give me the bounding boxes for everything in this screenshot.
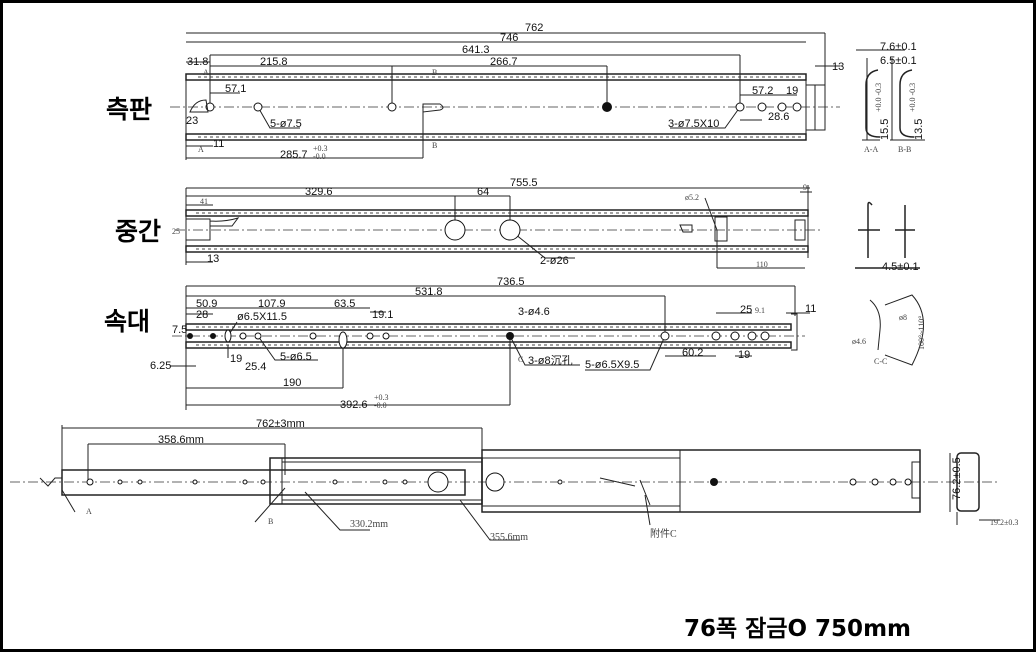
dim-13-5: 13.5 bbox=[913, 119, 925, 140]
dim-7-5: 7.5 bbox=[172, 324, 187, 336]
side-panel-holes bbox=[205, 102, 802, 112]
dim-3-slots: 3-ø7.5X10 bbox=[668, 118, 719, 130]
dim-d4-6: ø4.6 bbox=[852, 337, 866, 346]
dim-190: 190 bbox=[283, 377, 301, 389]
dim-355-6mm: 355.6mm bbox=[490, 532, 528, 543]
dim-4-5: 4.5±0.1 bbox=[882, 261, 919, 273]
dim-d5-2: ø5.2 bbox=[685, 193, 699, 202]
dim-7-6: 7.6±0.1 bbox=[880, 41, 917, 53]
dim-762: 762 bbox=[525, 22, 543, 34]
dim-3-d8-countersink: 3-ø8沉孔 bbox=[528, 354, 573, 367]
dim-19-left: 19 bbox=[230, 353, 242, 365]
dim-76-2: 76.2±0.5 bbox=[951, 457, 963, 500]
section-mark-b: B bbox=[432, 68, 437, 77]
dim-slot-6-5x11-5: ø6.5X11.5 bbox=[237, 311, 287, 323]
dim-57-1: 57.1 bbox=[225, 83, 246, 95]
dim-762-3mm: 762±3mm bbox=[256, 418, 305, 430]
dim-28: 28 bbox=[196, 309, 208, 321]
section-mark-c: C bbox=[518, 355, 523, 364]
section-mark-a2: A bbox=[198, 145, 204, 154]
side-panel-view: 측판 762 746 641.3 31.8 215.8 266.7 57.1 5… bbox=[106, 22, 844, 161]
dim-3-d4-6: 3-ø4.6 bbox=[518, 306, 550, 318]
dim-107-9: 107.9 bbox=[258, 298, 286, 310]
side-panel-label: 측판 bbox=[106, 95, 152, 124]
section-mark-a: A bbox=[203, 68, 209, 77]
dim-23: 23 bbox=[186, 115, 198, 127]
dim-25: 25 bbox=[740, 304, 752, 316]
dim-11: 11 bbox=[805, 303, 816, 315]
dim-215-8: 215.8 bbox=[260, 56, 288, 68]
section-a-a: A-A bbox=[864, 145, 878, 154]
section-mark-b: B bbox=[268, 517, 273, 526]
dim-9-1: 9.1 bbox=[755, 306, 765, 315]
dim-19-1: 19.1 bbox=[372, 309, 393, 321]
dim-736-5: 736.5 bbox=[497, 276, 525, 288]
dim-41: 41 bbox=[200, 197, 208, 206]
inner-label: 속대 bbox=[104, 307, 150, 336]
dim-755-5: 755.5 bbox=[510, 177, 538, 189]
tol-13-5: +0.0 -0.3 bbox=[908, 83, 917, 112]
tol-upper: +0.3 bbox=[313, 144, 328, 153]
dim-19-right: 19 bbox=[738, 349, 750, 361]
assembly-view: 762±3mm 358.6mm 330.2mm 355.6mm 附件C 76.2… bbox=[10, 418, 1018, 543]
technical-drawing: 측판 762 746 641.3 31.8 215.8 266.7 57.1 5… bbox=[3, 3, 1033, 649]
section-b-b: B-B bbox=[898, 145, 911, 154]
dim-13: 13 bbox=[207, 253, 219, 265]
dim-13: 13 bbox=[832, 61, 844, 73]
dim-531-8: 531.8 bbox=[415, 286, 443, 298]
cross-sections: 7.6±0.1 6.5±0.1 15.5 +0.0 -0.3 13.5 +0.0… bbox=[852, 41, 926, 366]
dim-5-d6-5: 5-ø6.5 bbox=[280, 351, 312, 363]
dim-110: 110 bbox=[756, 260, 768, 269]
dim-19-2: 19.2±0.3 bbox=[990, 518, 1018, 527]
dim-2-holes: 2-ø26 bbox=[540, 255, 569, 267]
inner-rail-view: 속대 736.5 531.8 50.9 107.9 63.5 19.1 28 ø… bbox=[104, 276, 816, 411]
dim-25-4: 25.4 bbox=[245, 361, 266, 373]
dim-329-6: 329.6 bbox=[305, 186, 333, 198]
dim-9: 9 bbox=[803, 183, 807, 192]
section-mark-a: A bbox=[86, 507, 92, 516]
product-caption: 76폭 잠금O 750mm bbox=[684, 616, 911, 642]
dim-746: 746 bbox=[500, 32, 518, 44]
dim-6-5: 6.5±0.1 bbox=[880, 55, 917, 67]
dim-25: 25 bbox=[172, 227, 180, 236]
dim-5-holes: 5-ø7.5 bbox=[270, 118, 302, 130]
middle-label: 중간 bbox=[115, 217, 161, 246]
section-c-c: C-C bbox=[874, 357, 887, 366]
dim-6-25: 6.25 bbox=[150, 360, 171, 372]
tol-lower: -0.0 bbox=[374, 401, 387, 410]
dim-392-6: 392.6 bbox=[340, 399, 368, 411]
tol-lower: -0.0 bbox=[313, 152, 326, 161]
dim-15-5: 15.5 bbox=[879, 119, 891, 140]
dim-50-9: 50.9 bbox=[196, 298, 217, 310]
dim-d8: ø8 bbox=[899, 313, 907, 322]
dim-angle: 100°~110° bbox=[917, 316, 926, 350]
dim-5-slots: 5-ø6.5X9.5 bbox=[585, 359, 639, 371]
dim-19: 19 bbox=[786, 85, 798, 97]
dim-60-2: 60.2 bbox=[682, 347, 703, 359]
dim-57-2: 57.2 bbox=[752, 85, 773, 97]
dim-358-6mm: 358.6mm bbox=[158, 434, 204, 446]
dim-11: 11 bbox=[213, 138, 224, 150]
inner-rail-holes bbox=[187, 329, 770, 349]
dim-641-3: 641.3 bbox=[462, 44, 490, 56]
attachment-c-label: 附件C bbox=[650, 527, 677, 540]
dim-330-2mm: 330.2mm bbox=[350, 519, 388, 530]
dim-63-5: 63.5 bbox=[334, 298, 355, 310]
dim-285-7: 285.7 bbox=[280, 149, 308, 161]
dim-64: 64 bbox=[477, 186, 489, 198]
tol-upper: +0.3 bbox=[374, 393, 389, 402]
dim-31-8: 31.8 bbox=[187, 56, 208, 68]
tol-15-5: +0.0 -0.3 bbox=[874, 83, 883, 112]
assembly-holes bbox=[86, 471, 912, 493]
dim-266-7: 266.7 bbox=[490, 56, 518, 68]
dim-28-6: 28.6 bbox=[768, 111, 789, 123]
section-mark-b2: B bbox=[432, 141, 437, 150]
middle-rail-view: 중간 755.5 329.6 64 41 9 ø5.2 2-ø26 25 13 … bbox=[115, 177, 820, 269]
